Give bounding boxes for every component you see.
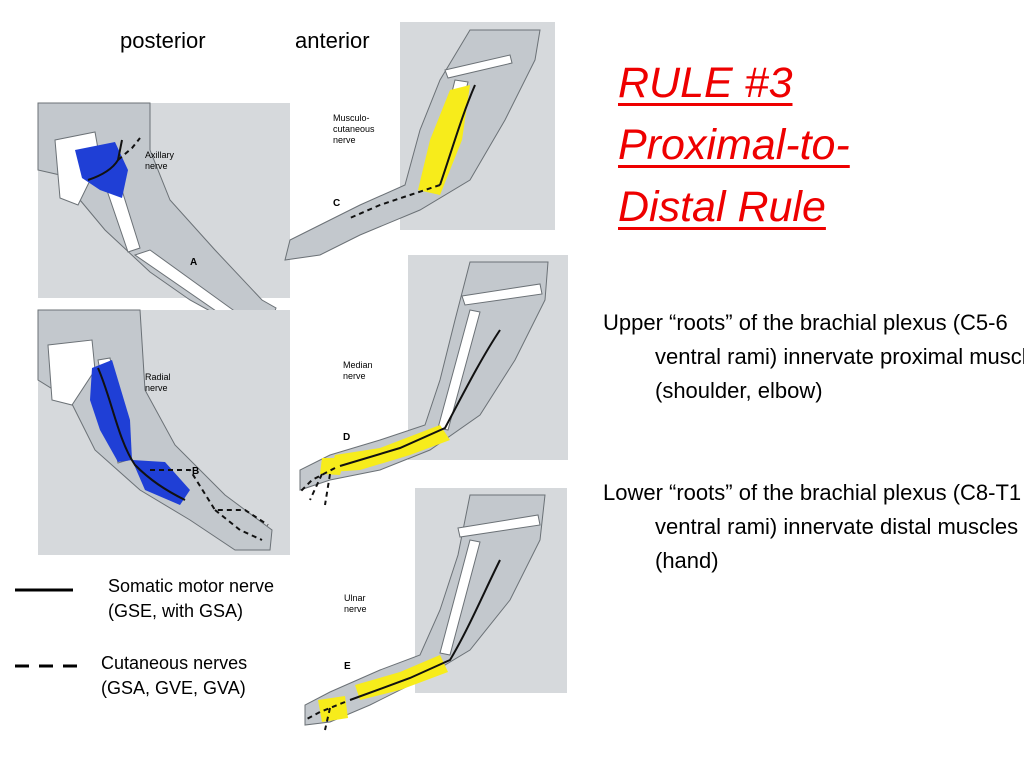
figure-d-label-1: Median [343,360,373,370]
figure-b-label-2: nerve [145,383,168,393]
legend-solid-text: Somatic motor nerve (GSE, with GSA) [108,574,274,624]
figure-a-label-1: Axillary [145,150,175,160]
figure-c-label-1: Musculo- [333,113,370,123]
figure-d-arm [299,261,549,491]
figure-a-deltoid [75,142,128,198]
title-line-3: Distal Rule [618,183,826,231]
figure-d-letter: D [343,432,350,443]
figure-d-label-2: nerve [343,371,366,381]
figure-d-clavicle [461,283,543,306]
figure-e-label-1: Ulnar [344,593,366,603]
legend-dashed-line-1: Cutaneous nerves [101,653,248,673]
figure-a-nerve [87,139,123,181]
figure-b-letter: B [192,466,199,477]
posterior-label: posterior [120,28,206,53]
figure-a-axillary [37,102,290,331]
figure-b-label-1: Radial [145,372,171,382]
bullet-lower-roots: Lower “roots” of the brachial plexus (C8… [603,480,1022,573]
figure-b-forearm-muscle [132,460,190,505]
figure-e-label-2: nerve [344,604,367,614]
title-line-2: Proximal-to- [618,121,850,169]
figure-d-median [299,255,568,506]
title-line-1: RULE #3 [618,59,793,107]
anterior-label: anterior [295,28,370,53]
legend-solid-line-1: Somatic motor nerve [108,576,275,596]
figure-e-ulnar [304,488,567,731]
figure-a-letter: A [190,257,197,268]
figure-d-humerus [437,309,481,431]
legend-solid-line-2: (GSE, with GSA) [108,601,244,621]
legend-dashed-text: Cutaneous nerves (GSA, GVE, GVA) [101,651,247,701]
figure-d-hand-muscle [320,458,345,475]
figure-b-cutaneous [150,469,269,541]
figure-b-radial [37,309,290,555]
figure-c-biceps [418,85,470,195]
figure-c-nerve [439,84,476,186]
figure-c-arm [284,29,541,261]
figure-a-label-2: nerve [145,161,168,171]
figure-b-nerve [97,367,186,501]
figure-e-nerve [349,559,501,701]
figure-b-scapula [47,339,96,406]
figure-e-clavicle [457,514,541,538]
figure-a-cutaneous [117,137,141,161]
figure-c-musculocutaneous [284,22,555,261]
figure-c-clavicle [444,54,513,79]
figure-e-humerus [439,539,481,656]
slide-title: RULE #3 Proximal-to- Distal Rule [618,52,850,238]
figure-e-letter: E [344,661,351,672]
figure-d-nerve [339,329,501,467]
bullet-upper-roots: Upper “roots” of the brachial plexus (C5… [603,310,1024,403]
figure-e-hand-muscle [318,696,348,722]
legend-dashed-line-2: (GSA, GVE, GVA) [101,678,246,698]
figure-e-cutaneous [304,701,346,731]
figure-e-arm [304,494,546,726]
figure-c-letter: C [333,198,340,209]
figure-c-label-2: cutaneous [333,124,375,134]
figure-c-cutaneous [349,184,441,219]
figure-d-cutaneous [299,467,336,506]
figure-c-label-3: nerve [333,135,356,145]
